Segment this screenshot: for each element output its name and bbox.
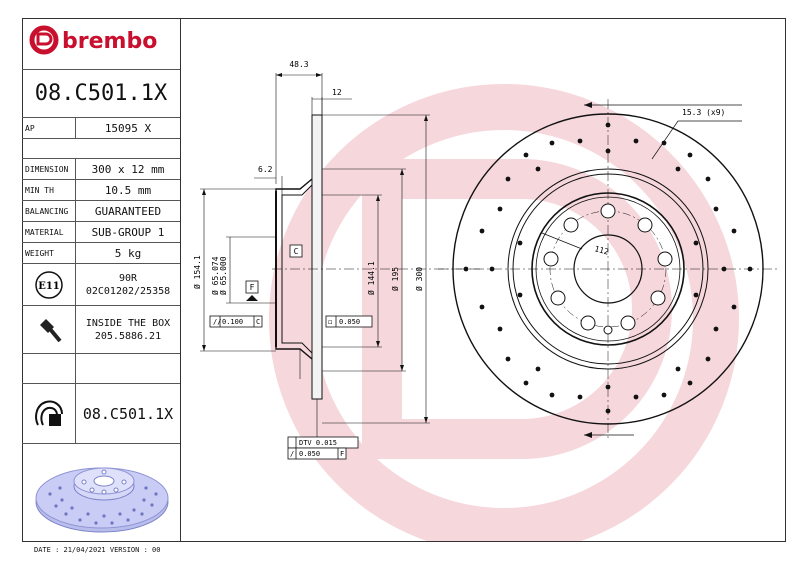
dim-hat-wall: 6.2 — [258, 165, 273, 174]
spec-label: AP — [22, 118, 76, 138]
tol-right-value: 0.050 — [339, 318, 360, 326]
brand-name: brembo — [62, 29, 157, 54]
dtv-frame — [287, 436, 359, 460]
spec-label: WEIGHT — [22, 243, 76, 263]
screw-icon — [39, 318, 62, 342]
spec-label: MIN TH — [22, 180, 76, 200]
coating-row: 08.C501.1X — [22, 384, 180, 444]
datum-f-box — [245, 280, 259, 294]
pcd-dimension: 112 — [593, 244, 609, 256]
disc-3d-render — [35, 467, 169, 533]
dia-300: Ø 300 — [414, 267, 424, 291]
dim-thickness: 12 — [332, 88, 342, 97]
spec-row-empty — [22, 354, 180, 384]
spec-sidebar: brembo 08.C501.1X AP 15095 X DIMENSION 3… — [22, 18, 181, 542]
spec-row-blank — [22, 139, 180, 159]
holes-spec: 15.3 (x9) — [682, 108, 725, 117]
spec-value: 300 x 12 mm — [91, 162, 165, 176]
coating-part-number: 08.C501.1X — [82, 404, 174, 423]
datum-c: C — [294, 247, 299, 256]
approval-regulation: 90R — [118, 272, 138, 284]
spec-row-dimension: DIMENSION 300 x 12 mm — [22, 159, 180, 180]
hardware-row: INSIDE THE BOX 205.5886.21 — [22, 306, 180, 354]
footer-date-version: DATE : 21/04/2021 VERSION : 00 — [34, 546, 161, 554]
tol-left-ref: C — [256, 318, 260, 326]
dia-195: Ø 195 — [390, 267, 400, 291]
spec-label: DIMENSION — [22, 159, 76, 179]
approval-badge-icon: E11 — [34, 270, 63, 299]
spec-value: GUARANTEED — [94, 204, 162, 218]
runout-value: 0.050 — [299, 450, 320, 458]
brembo-watermark — [269, 84, 739, 541]
spec-label: BALANCING — [22, 201, 76, 221]
runout-ref: F — [340, 450, 344, 458]
datum-f: F — [250, 283, 255, 292]
brand-logo-row: brembo — [22, 18, 180, 70]
spec-row-weight: WEIGHT 5 kg — [22, 243, 180, 264]
tolerance-frame-left — [209, 315, 263, 328]
tol-right-symbol: ◻ — [328, 318, 332, 326]
dia-65-max: Ø 65.074 — [210, 256, 220, 295]
spec-value: 15095 X — [104, 121, 152, 135]
tol-left-symbol: // — [213, 318, 221, 326]
spec-value: 5 kg — [114, 246, 142, 260]
hardware-part: 205.5886.21 — [94, 330, 162, 342]
tol-left-value: 0.100 — [222, 318, 243, 326]
spec-label: MATERIAL — [22, 222, 76, 242]
technical-drawing: 48.3 12 6.2 Ø 154.1 Ø 65.074 Ø 65.000 Ø … — [192, 60, 778, 541]
coated-disc-icon — [34, 400, 63, 426]
dimension-arrows — [202, 73, 428, 423]
approval-badge: E11 — [38, 281, 60, 292]
arrow-top — [584, 102, 592, 108]
approval-row: E11 90R 02C01202/25358 — [22, 264, 180, 306]
spec-row-balancing: BALANCING GUARANTEED — [22, 201, 180, 222]
hardware-note: INSIDE THE BOX — [85, 317, 171, 329]
spec-row-min-th: MIN TH 10.5 mm — [22, 180, 180, 201]
approval-number: 02C01202/25358 — [85, 285, 171, 297]
disc-front-view — [438, 99, 778, 439]
spec-value: SUB-GROUP 1 — [91, 225, 165, 239]
drawing-sheet — [22, 18, 786, 542]
dia-154: Ø 154.1 — [192, 255, 202, 289]
hole-callout — [541, 104, 742, 250]
dim-hat-depth: 48.3 — [289, 60, 308, 69]
runout-symbol: / — [290, 450, 294, 458]
cross-drill-holes — [463, 122, 753, 414]
dia-144: Ø 144.1 — [366, 261, 376, 295]
part-number: 08.C501.1X — [34, 81, 168, 106]
dtv-value: DTV 0.015 — [299, 439, 337, 447]
dia-65-min: Ø 65.000 — [218, 256, 228, 295]
wheel-bolt-holes — [543, 203, 673, 335]
datum-c-box — [289, 244, 303, 258]
spec-row-material: MATERIAL SUB-GROUP 1 — [22, 222, 180, 243]
brembo-logo: brembo — [29, 25, 157, 54]
part-number-row: 08.C501.1X — [22, 70, 180, 118]
spec-row-ap: AP 15095 X — [22, 118, 180, 139]
tolerance-frame-right — [325, 315, 373, 328]
spec-value: 10.5 mm — [104, 183, 152, 197]
